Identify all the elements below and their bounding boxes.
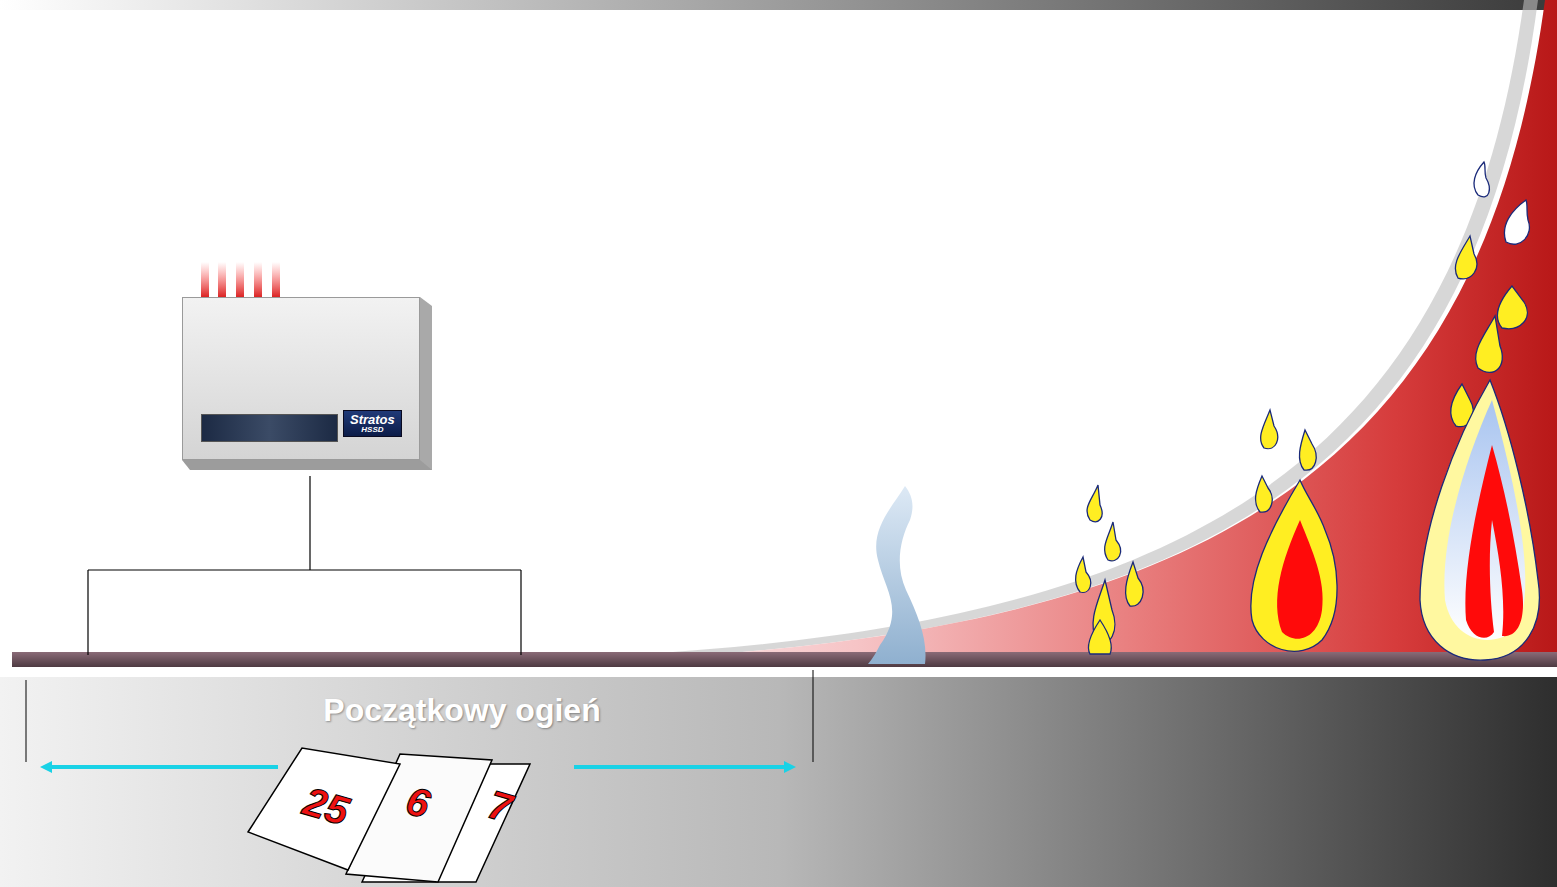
phase-label: Początkowy ogień: [323, 694, 600, 726]
detector-unit: StratosHSSD: [182, 297, 420, 460]
model-name: HSSD: [350, 426, 395, 434]
brand-name: Stratos: [350, 413, 395, 426]
brand-badge: StratosHSSD: [343, 410, 402, 437]
display-panel: [201, 414, 338, 442]
